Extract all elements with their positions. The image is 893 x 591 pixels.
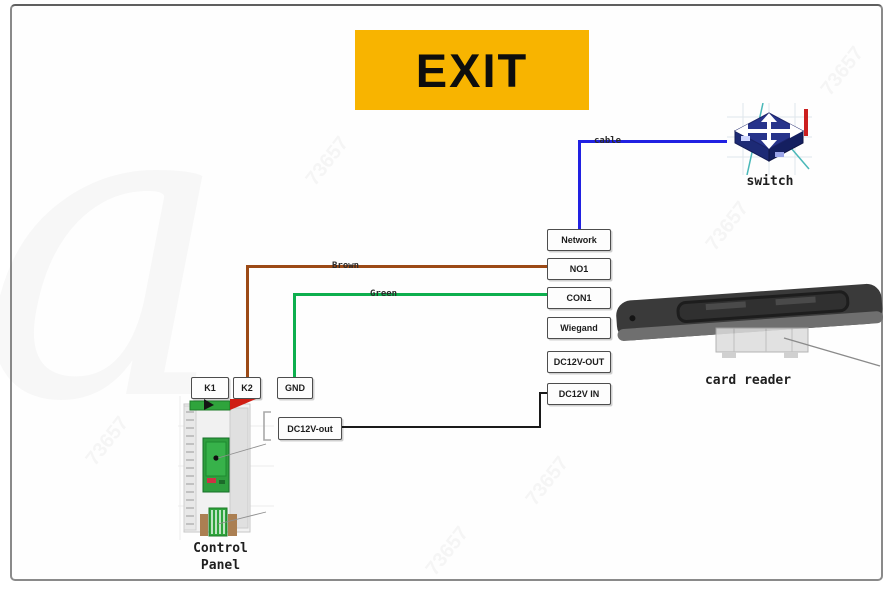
brown-wire-label: Brown [332,261,360,271]
exit-sign: EXIT [355,30,589,110]
green-wire-vertical [293,293,296,377]
terminal-k1: K1 [191,377,229,399]
cable-wire-horizontal [579,140,727,143]
card-reader-image [616,283,883,367]
connector-dc12v-in: DC12V IN [547,383,611,405]
power-wire-stub [539,392,547,394]
connector-wiegand: Wiegand [547,317,611,339]
control-panel-label: Control Panel [183,540,258,574]
cable-wire-vertical [578,140,581,230]
power-output-box: DC12V-out [278,417,342,440]
brown-wire-horizontal [246,265,547,268]
exit-sign-label: EXIT [415,43,529,97]
control-panel-label-line1: Control [193,541,248,556]
switch-label: switch [746,174,794,189]
connector-con1: CON1 [547,287,611,309]
connector-no1: NO1 [547,258,611,280]
cable-wire-label: cable [594,136,622,146]
power-wire-horizontal [340,426,541,428]
terminal-k2: K2 [233,377,261,399]
control-panel-image [178,396,274,540]
connector-dc12v-out: DC12V-OUT [547,351,611,373]
card-reader-label: card reader [704,373,792,388]
connector-network: Network [547,229,611,251]
green-wire-label: Green [370,289,398,299]
green-wire-horizontal [293,293,547,296]
power-wire-vertical [539,392,541,428]
terminal-gnd: GND [277,377,313,399]
control-panel-label-line2: Panel [200,558,241,573]
switch-icon [727,103,812,175]
brown-wire-vertical [246,265,249,377]
